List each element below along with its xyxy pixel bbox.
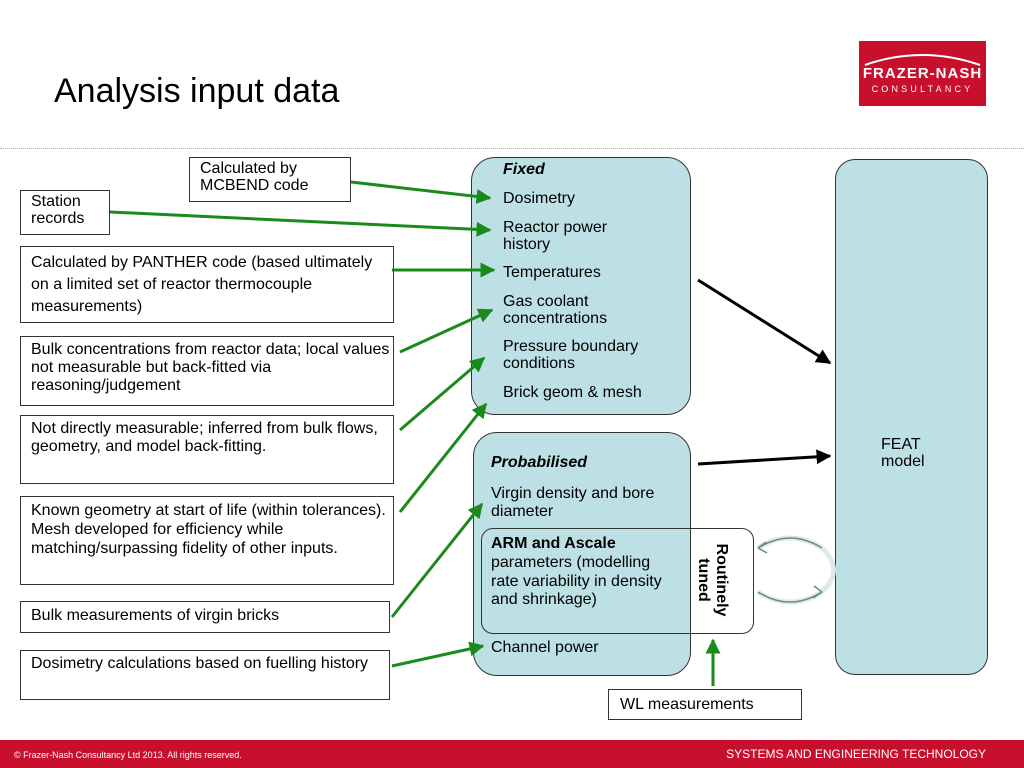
arrow-dosimetry-calc-to-channel-power bbox=[391, 641, 485, 668]
logo-arc-icon bbox=[864, 54, 981, 66]
arrow-fixed-to-feat bbox=[697, 278, 832, 365]
arrow-probabilised-to-feat bbox=[697, 449, 832, 466]
footer-bar: © Frazer-Nash Consultancy Ltd 2013. All … bbox=[0, 740, 1024, 768]
input-box-panther: Calculated by PANTHER code (based ultima… bbox=[20, 246, 394, 323]
arrow-virgin-to-density bbox=[390, 502, 484, 618]
probabilised-item-virgin-density: Virgin density and bore diameter bbox=[491, 485, 655, 520]
footer-copyright: © Frazer-Nash Consultancy Ltd 2013. All … bbox=[14, 750, 242, 760]
title-divider bbox=[0, 148, 1024, 149]
feat-label-line1: FEAT bbox=[881, 436, 921, 453]
arrow-station-to-reactor-power bbox=[109, 210, 492, 237]
fixed-item-reactor-power: Reactor power history bbox=[503, 219, 608, 253]
fixed-panel bbox=[471, 157, 691, 415]
fixed-item-gas-coolant: Gas coolant concentrations bbox=[503, 293, 608, 327]
input-box-dosimetry-calculations: Dosimetry calculations based on fuelling… bbox=[20, 650, 390, 700]
probabilised-item-channel-power: Channel power bbox=[491, 639, 599, 656]
logo-line1: FRAZER-NASH bbox=[862, 65, 983, 82]
probabilised-panel bbox=[473, 432, 691, 676]
input-box-mcbend: Calculated by MCBEND code bbox=[189, 157, 351, 202]
footer-tagline: SYSTEMS AND ENGINEERING TECHNOLOGY bbox=[726, 747, 986, 761]
logo-line2: CONSULTANCY bbox=[871, 84, 974, 94]
input-box-station-records: Station records bbox=[20, 190, 110, 235]
input-box-not-measurable: Not directly measurable; inferred from b… bbox=[20, 415, 394, 484]
feat-label-line2: model bbox=[881, 453, 925, 470]
fixed-item-temperatures: Temperatures bbox=[503, 264, 601, 281]
tuning-loop-icon bbox=[756, 535, 836, 605]
probabilised-heading: Probabilised bbox=[491, 454, 588, 471]
arm-ascale-label: ARM and Ascale bbox=[491, 535, 616, 552]
input-box-bulk-concentrations: Bulk concentrations from reactor data; l… bbox=[20, 336, 394, 406]
arm-ascale-description: parameters (modelling rate variability i… bbox=[491, 554, 662, 608]
feat-model-panel bbox=[835, 159, 988, 675]
fixed-item-dosimetry: Dosimetry bbox=[503, 190, 576, 207]
fixed-item-pressure-boundary: Pressure boundary conditions bbox=[503, 338, 639, 372]
arrow-mcbend-to-dosimetry bbox=[350, 180, 492, 204]
fixed-heading: Fixed bbox=[503, 161, 545, 178]
page-title: Analysis input data bbox=[54, 72, 340, 110]
frazer-nash-logo: FRAZER-NASH CONSULTANCY bbox=[859, 41, 986, 106]
input-box-virgin-bricks: Bulk measurements of virgin bricks bbox=[20, 601, 390, 633]
wl-measurements-box: WL measurements bbox=[608, 689, 802, 720]
input-box-geometry: Known geometry at start of life (within … bbox=[20, 496, 394, 585]
fixed-item-brick-geom: Brick geom & mesh bbox=[503, 384, 642, 401]
routinely-tuned-label: Routinely tuned bbox=[695, 543, 730, 617]
